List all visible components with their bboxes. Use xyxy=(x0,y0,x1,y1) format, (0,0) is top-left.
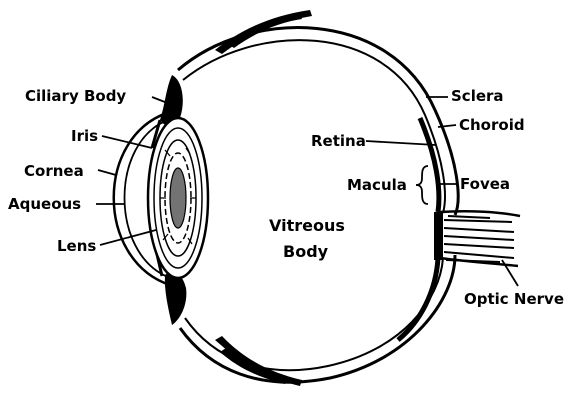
label-iris: Iris xyxy=(71,127,98,145)
label-vitreous-body: Body xyxy=(283,242,329,261)
retina-layer-lower xyxy=(398,258,438,340)
label-ciliary-body: Ciliary Body xyxy=(25,87,126,105)
eyeball xyxy=(178,10,458,386)
label-lens: Lens xyxy=(57,237,96,255)
label-retina: Retina xyxy=(311,132,366,150)
label-choroid: Choroid xyxy=(459,116,525,134)
optic-disc xyxy=(434,212,443,260)
optic-nerve xyxy=(434,211,520,266)
label-aqueous: Aqueous xyxy=(8,195,81,213)
optic-nerve-leader xyxy=(502,260,518,286)
labels: Ciliary Body Iris Cornea Aqueous Lens Vi… xyxy=(8,87,564,308)
lens-leader xyxy=(100,230,156,245)
label-fovea: Fovea xyxy=(460,175,510,193)
retina-leader xyxy=(366,141,436,145)
sclera-inner xyxy=(183,40,445,370)
ciliary-body-bottom xyxy=(165,272,187,325)
cornea-leader xyxy=(98,170,116,175)
label-sclera: Sclera xyxy=(451,87,504,105)
label-vitreous: Vitreous xyxy=(269,216,345,235)
label-optic-nerve: Optic Nerve xyxy=(464,290,564,308)
lens xyxy=(148,118,208,278)
macula-brace xyxy=(416,166,428,204)
sclera-outer xyxy=(178,28,458,383)
label-cornea: Cornea xyxy=(24,162,84,180)
label-macula: Macula xyxy=(347,176,407,194)
lens-nucleus xyxy=(170,168,186,228)
